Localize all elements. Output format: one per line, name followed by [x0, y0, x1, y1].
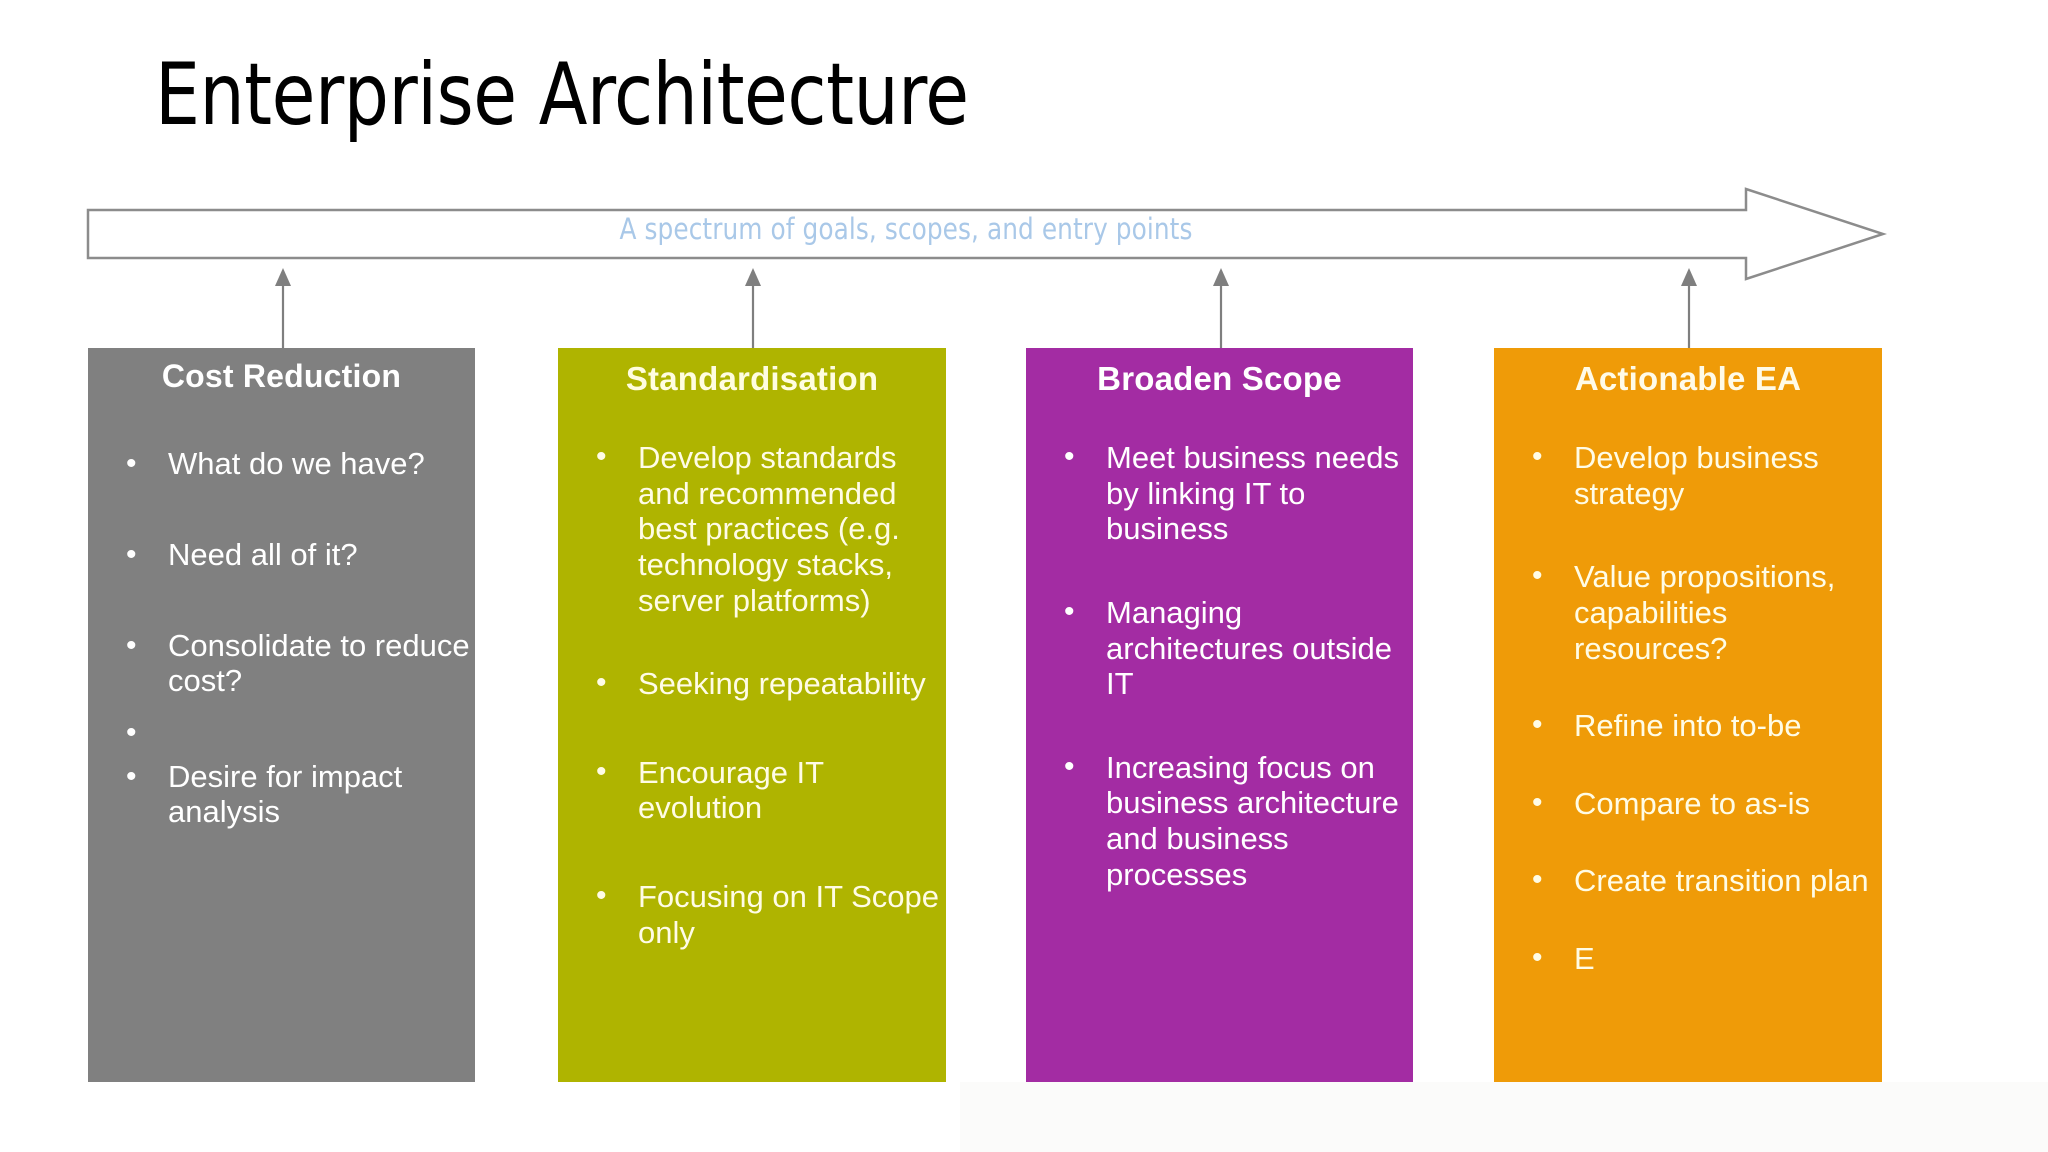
list-item: • Seeking repeatability: [596, 666, 946, 702]
connector-arrow-cost-reduction: [272, 268, 294, 348]
bullet-dot-icon: •: [1532, 439, 1543, 473]
list-item-label: Meet business needs by linking IT to bus…: [1106, 439, 1399, 547]
list-item: • Increasing focus on business architect…: [1064, 750, 1413, 893]
list-item: • Meet business needs by linking IT to b…: [1064, 440, 1413, 547]
bullet-list-cost-reduction: • What do we have? • Need all of it? • C…: [88, 445, 475, 830]
list-item: • Develop business strategy: [1532, 440, 1882, 511]
bullet-dot-icon: •: [596, 754, 607, 788]
bullet-dot-icon: •: [126, 446, 137, 480]
spectrum-arrow-shape: [86, 187, 1888, 281]
connector-arrow-broaden-scope: [1210, 268, 1232, 348]
bullet-dot-icon: •: [596, 439, 607, 473]
list-item: • Need all of it?: [126, 536, 475, 573]
column-title-actionable-ea: Actionable EA: [1574, 360, 1802, 397]
connector-arrow-standardisation: [742, 268, 764, 348]
list-item-label: Develop standards and recommended best p…: [638, 439, 900, 618]
list-item: • Develop standards and recommended best…: [596, 440, 946, 618]
bullet-dot-icon: •: [596, 666, 607, 700]
spectrum-arrow: [86, 186, 1888, 282]
list-item: • Compare to as-is: [1532, 786, 1882, 822]
column-cost-reduction: Cost Reduction • What do we have? • Need…: [88, 348, 475, 1082]
bullet-dot-icon: •: [1064, 594, 1075, 628]
connector-arrow-icon: [745, 268, 761, 348]
list-item: • Create transition plan: [1532, 863, 1882, 899]
bullet-dot-icon: •: [1532, 708, 1543, 742]
page-title: Enterprise Architecture: [155, 45, 969, 145]
connector-arrow-icon: [1681, 268, 1697, 348]
connector-arrow-actionable-ea: [1678, 268, 1700, 348]
list-item: • Encourage IT evolution: [596, 755, 946, 826]
list-item-label: E: [1574, 941, 1595, 977]
column-actionable-ea: Actionable EA • Develop business strateg…: [1494, 348, 1882, 1082]
column-title-broaden-scope: Broaden Scope: [1097, 360, 1342, 397]
connector-arrow-icon: [275, 268, 291, 348]
connector-arrow-icon: [1213, 268, 1229, 348]
list-item-label: Compare to as-is: [1574, 785, 1811, 821]
list-item: • Managing architectures outside IT: [1064, 595, 1413, 702]
bullet-dot-icon: •: [1064, 749, 1075, 783]
column-standardisation: Standardisation • Develop standards and …: [558, 348, 946, 1082]
list-item-label: Need all of it?: [168, 536, 358, 572]
list-item-label: Create transition plan: [1574, 863, 1869, 899]
bullet-dot-icon: •: [1532, 559, 1543, 593]
column-title-cost-reduction: Cost Reduction: [161, 358, 402, 394]
list-item: • Value propositions, capabilities resou…: [1532, 559, 1882, 666]
bullet-dot-icon: •: [1532, 863, 1543, 897]
list-item-label: Value propositions, capabilities resourc…: [1574, 559, 1836, 666]
list-item: • What do we have?: [126, 445, 475, 482]
bullet-dot-icon: •: [596, 879, 607, 913]
spectrum-label: A spectrum of goals, scopes, and entry p…: [619, 212, 1193, 246]
list-item-label: Develop business strategy: [1574, 439, 1819, 511]
list-item-clipped: • E: [1532, 941, 1882, 977]
arrow-outline: [86, 187, 1888, 281]
bullet-list-broaden-scope: • Meet business needs by linking IT to b…: [1026, 440, 1413, 892]
bullet-dot-icon: •: [1532, 941, 1543, 975]
bottom-background-band: [960, 1082, 2048, 1152]
list-item-label: Desire for impact analysis: [168, 759, 403, 829]
bullet-dot-icon: •: [126, 716, 137, 750]
bullet-dot-icon: •: [126, 628, 137, 662]
bullet-dot-icon: •: [1532, 785, 1543, 819]
list-item: • Refine into to-be: [1532, 708, 1882, 744]
bullet-list-actionable-ea: • Develop business strategy • Value prop…: [1494, 440, 1882, 977]
list-item-empty: •: [126, 716, 475, 750]
list-item-label: Increasing focus on business architectur…: [1106, 749, 1399, 892]
list-item: • Consolidate to reduce cost?: [126, 627, 475, 698]
bullet-dot-icon: •: [1064, 439, 1075, 473]
list-item: • Focusing on IT Scope only: [596, 879, 946, 950]
bullet-dot-icon: •: [126, 537, 137, 571]
list-item-label: Focusing on IT Scope only: [638, 879, 939, 950]
column-broaden-scope: Broaden Scope • Meet business needs by l…: [1026, 348, 1413, 1085]
column-title-standardisation: Standardisation: [625, 360, 879, 397]
list-item: • Desire for impact analysis: [126, 759, 475, 829]
bullet-dot-icon: •: [126, 760, 137, 794]
list-item-label: Managing architectures outside IT: [1106, 594, 1393, 702]
list-item-label: Refine into to-be: [1574, 708, 1802, 744]
list-item-label: What do we have?: [168, 445, 425, 481]
bullet-list-standardisation: • Develop standards and recommended best…: [558, 440, 946, 950]
list-item-label: Encourage IT evolution: [638, 754, 824, 826]
list-item-label: Consolidate to reduce cost?: [168, 627, 470, 698]
list-item-label: Seeking repeatability: [638, 666, 926, 702]
